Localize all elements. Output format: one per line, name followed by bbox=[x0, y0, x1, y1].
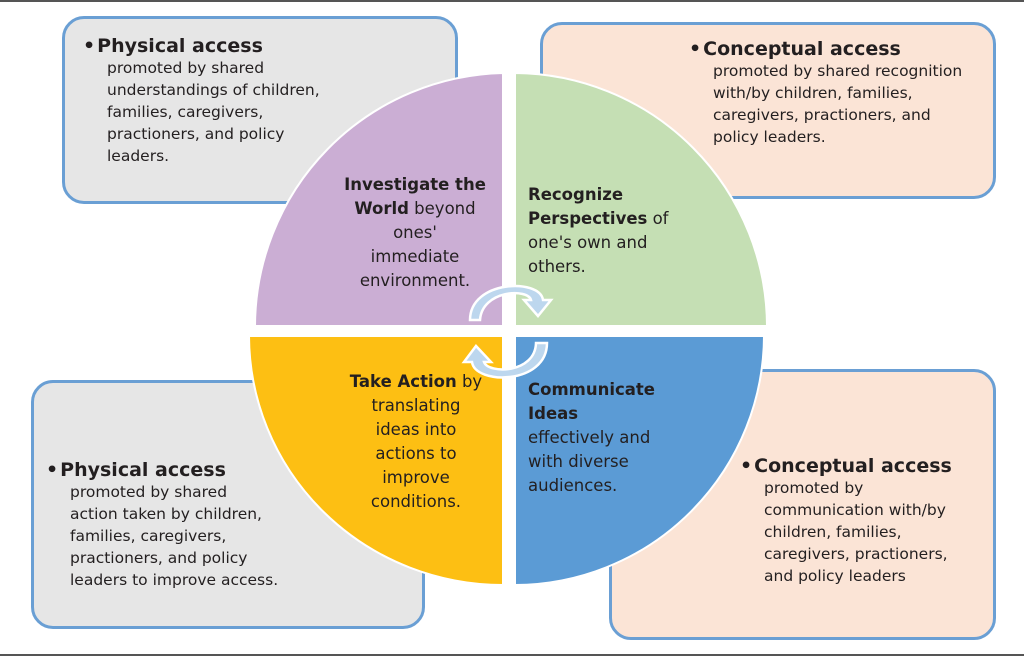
quadrant-communicate bbox=[514, 335, 766, 587]
cycle-arrow-top-icon bbox=[468, 284, 554, 322]
box-heading: Conceptual access bbox=[703, 38, 901, 60]
bullet-icon: • bbox=[740, 455, 753, 477]
box-body: promoted by shared understandings of chi… bbox=[107, 59, 320, 165]
quadrant-text-investigate: Investigate the World beyond ones' immed… bbox=[344, 175, 486, 290]
box-heading: Physical access bbox=[97, 35, 263, 57]
bottom-rule bbox=[0, 654, 1024, 656]
quadrant-text-take-action: Take Action by translating ideas into ac… bbox=[349, 372, 483, 511]
quadrant-investigate bbox=[253, 71, 504, 327]
box-heading: Conceptual access bbox=[754, 455, 952, 477]
box-body: promoted by shared action taken by child… bbox=[70, 483, 279, 589]
top-rule bbox=[0, 0, 1024, 2]
quadrant-take-action bbox=[247, 335, 504, 587]
box-heading: Physical access bbox=[60, 459, 226, 481]
box-body: promoted by shared recognition with/by c… bbox=[713, 62, 963, 146]
quadrant-text-communicate: Communicate Ideas effectively and with d… bbox=[528, 380, 655, 495]
quadrant-text-recognize: Recognize Perspectives of one's own and … bbox=[528, 185, 669, 276]
bullet-icon: • bbox=[46, 459, 59, 481]
cycle-arrow-bottom-icon bbox=[461, 341, 549, 379]
quadrant-recognize bbox=[514, 71, 769, 327]
box-body: promoted by communication with/by childr… bbox=[764, 479, 948, 585]
bullet-icon: • bbox=[689, 38, 702, 60]
bullet-icon: • bbox=[83, 35, 96, 57]
